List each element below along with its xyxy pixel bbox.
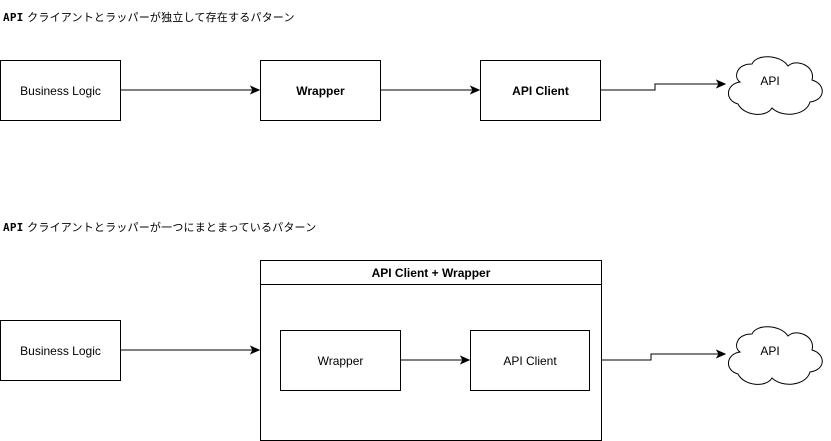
wrapper-box[interactable]: Wrapper <box>280 330 401 391</box>
api-cloud-text: API <box>760 344 780 358</box>
api-client-label: API Client <box>503 353 557 368</box>
group-header: API Client + Wrapper <box>261 261 601 285</box>
section-title-prefix: API <box>3 11 24 24</box>
api-cloud-label: API <box>720 344 820 358</box>
section-title-prefix: API <box>3 221 24 234</box>
api-cloud-text: API <box>760 74 780 88</box>
group-title: API Client + Wrapper <box>371 265 491 280</box>
api-cloud-label: API <box>720 74 820 88</box>
business-logic-label: Business Logic <box>20 83 101 98</box>
api-client-label: API Client <box>512 83 569 98</box>
section-title-text: クライアントとラッパーが一つにまとまっているパターン <box>27 221 317 234</box>
wrapper-label: Wrapper <box>317 353 364 368</box>
wrapper-box[interactable]: Wrapper <box>260 60 381 121</box>
section-title-separate: API クライアントとラッパーが独立して存在するパターン <box>3 9 295 25</box>
wrapper-label: Wrapper <box>296 83 345 98</box>
section-title-text: クライアントとラッパーが独立して存在するパターン <box>27 11 295 24</box>
section-title-combined: API クライアントとラッパーが一つにまとまっているパターン <box>3 219 316 235</box>
business-logic-label: Business Logic <box>20 343 101 358</box>
arrow-api-client-to-api <box>601 84 725 91</box>
api-client-box[interactable]: API Client <box>470 330 590 391</box>
business-logic-box[interactable]: Business Logic <box>0 320 121 381</box>
api-client-box[interactable]: API Client <box>480 60 601 121</box>
business-logic-box[interactable]: Business Logic <box>0 60 121 121</box>
arrow-api-client-to-api-bottom <box>589 354 725 361</box>
